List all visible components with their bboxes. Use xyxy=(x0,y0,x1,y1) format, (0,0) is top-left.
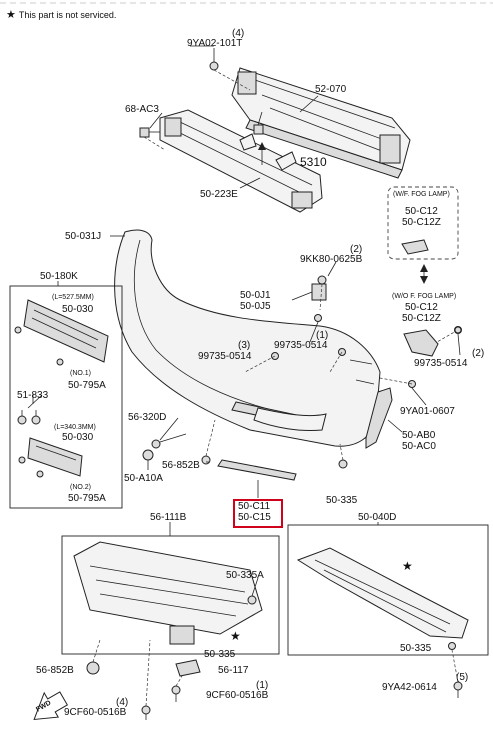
fog-bracket xyxy=(403,326,462,357)
label-len-527: (L=527.5MM) xyxy=(52,294,94,301)
label-50-180k[interactable]: 50-180K xyxy=(40,271,78,282)
label-50-0j5[interactable]: 50-0J5 xyxy=(240,301,271,312)
highlight-box xyxy=(233,499,283,528)
label-50-c12z-a[interactable]: 50-C12Z xyxy=(402,217,441,228)
bolt-5310 xyxy=(239,124,297,171)
label-50-c11[interactable]: 50-C11 xyxy=(238,501,271,512)
label-qty-2b: (2) xyxy=(472,348,485,359)
note-text: This part is not serviced. xyxy=(18,10,117,20)
label-5310[interactable]: 5310 xyxy=(300,155,327,169)
license-bracket-box xyxy=(9,285,123,509)
undercover-box xyxy=(61,535,280,677)
label-fog-without: (W/O F. FOG LAMP) xyxy=(392,293,457,300)
label-50-0j1[interactable]: 50-0J1 xyxy=(240,290,271,301)
label-50-030-b[interactable]: 50-030 xyxy=(62,432,94,443)
label-9ya02-101t[interactable]: 9YA02-101T xyxy=(187,38,243,49)
label-50-ac0[interactable]: 50-AC0 xyxy=(402,441,436,452)
label-no1: (NO.1) xyxy=(70,370,91,377)
label-50-c12z-b[interactable]: 50-C12Z xyxy=(402,313,441,324)
fog-lamp-box xyxy=(387,186,459,284)
label-len-340: (L=340.3MM) xyxy=(54,424,96,431)
label-qty-2a: (2) xyxy=(350,244,363,255)
label-99735-0514-b[interactable]: 99735-0514 xyxy=(274,340,328,351)
label-99735-0514-c[interactable]: 99735-0514 xyxy=(414,358,468,369)
label-50-c12-b[interactable]: 50-C12 xyxy=(405,302,438,313)
label-50-335-b[interactable]: 50-335 xyxy=(204,649,236,660)
label-50-223e[interactable]: 50-223E xyxy=(200,189,238,200)
fwd-arrow xyxy=(33,691,69,721)
bolt-9ya02 xyxy=(209,48,219,71)
label-50-335-c[interactable]: 50-335 xyxy=(400,643,432,654)
label-50-031j[interactable]: 50-031J xyxy=(65,231,102,242)
label-qty-4a: (4) xyxy=(232,28,245,39)
label-no2: (NO.2) xyxy=(70,484,91,491)
label-99735-0514-a[interactable]: 99735-0514 xyxy=(198,351,252,362)
label-52-070[interactable]: 52-070 xyxy=(315,84,347,95)
label-qty-4b: (4) xyxy=(116,697,129,708)
bumper-absorber xyxy=(159,109,323,213)
bolt-68ac3 xyxy=(139,127,160,138)
lower-grille xyxy=(217,459,297,481)
label-9cf60-0516b-a[interactable]: 9CF60-0516B xyxy=(206,690,269,701)
star-icon: ★ xyxy=(6,9,16,21)
label-50-795a-a[interactable]: 50-795A xyxy=(68,380,106,391)
label-fog-with: (W/F. FOG LAMP) xyxy=(393,191,450,198)
side-bracket xyxy=(365,387,393,449)
label-9kk80-0625b[interactable]: 9KK80-0625B xyxy=(300,254,363,265)
label-56-320d[interactable]: 56-320D xyxy=(128,412,167,423)
label-qty-5: (5) xyxy=(456,672,469,683)
label-50-a10a[interactable]: 50-A10A xyxy=(124,473,163,484)
label-56-852b-a[interactable]: 56-852B xyxy=(162,460,200,471)
label-50-040d[interactable]: 50-040D xyxy=(358,512,397,523)
label-qty-1b: (1) xyxy=(256,680,269,691)
label-50-030-a[interactable]: 50-030 xyxy=(62,304,94,315)
label-56-117[interactable]: 56-117 xyxy=(218,665,249,676)
label-50-c15[interactable]: 50-C15 xyxy=(238,512,271,523)
label-56-111b[interactable]: 56-111B xyxy=(150,512,187,523)
label-50-c12-a[interactable]: 50-C12 xyxy=(405,206,438,217)
label-9ya42-0614[interactable]: 9YA42-0614 xyxy=(382,682,437,693)
bumper-cover xyxy=(114,229,381,447)
label-50-335-a[interactable]: 50-335 xyxy=(326,495,358,506)
star-icon-a: ★ xyxy=(230,629,241,643)
front-undercover-box xyxy=(287,524,489,698)
label-50-ab0[interactable]: 50-AB0 xyxy=(402,430,436,441)
star-icon-b: ★ xyxy=(402,559,413,573)
not-serviced-note: ★This part is not serviced. xyxy=(6,9,117,21)
label-qty-1a: (1) xyxy=(316,330,329,341)
leader-lines xyxy=(32,45,461,597)
label-9ya01-0607[interactable]: 9YA01-0607 xyxy=(400,406,455,417)
label-50-335a[interactable]: 50-335A xyxy=(226,570,264,581)
label-56-852b-b[interactable]: 56-852B xyxy=(36,665,74,676)
label-51-833[interactable]: 51-833 xyxy=(17,390,49,401)
label-9cf60-0516b-b[interactable]: 9CF60-0516B xyxy=(64,707,127,718)
label-50-795a-b[interactable]: 50-795A xyxy=(68,493,106,504)
label-qty-3: (3) xyxy=(238,340,251,351)
label-68-ac3[interactable]: 68-AC3 xyxy=(125,104,159,115)
